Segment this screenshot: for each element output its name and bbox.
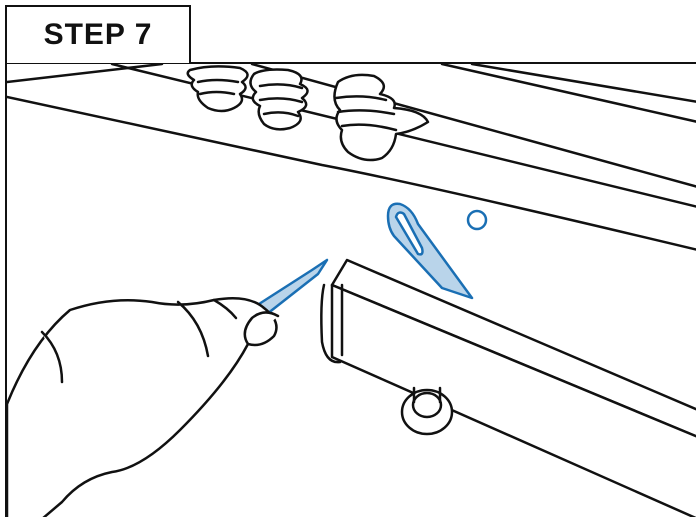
hand-icon bbox=[7, 297, 280, 517]
pedal-right-icon bbox=[333, 73, 430, 162]
pedal-left-icon bbox=[186, 65, 249, 113]
adjustment-knob-icon bbox=[400, 386, 454, 436]
screw-hole-icon bbox=[466, 209, 488, 231]
step-tab: STEP 7 bbox=[5, 5, 191, 63]
wooden-bar-icon bbox=[320, 258, 696, 517]
bracket-slot-icon bbox=[386, 202, 474, 300]
awl-tool-icon bbox=[257, 258, 329, 316]
step-label: STEP 7 bbox=[43, 18, 153, 51]
pedal-middle-icon bbox=[249, 68, 309, 131]
illustration bbox=[7, 64, 696, 517]
illustration-frame bbox=[5, 62, 696, 517]
